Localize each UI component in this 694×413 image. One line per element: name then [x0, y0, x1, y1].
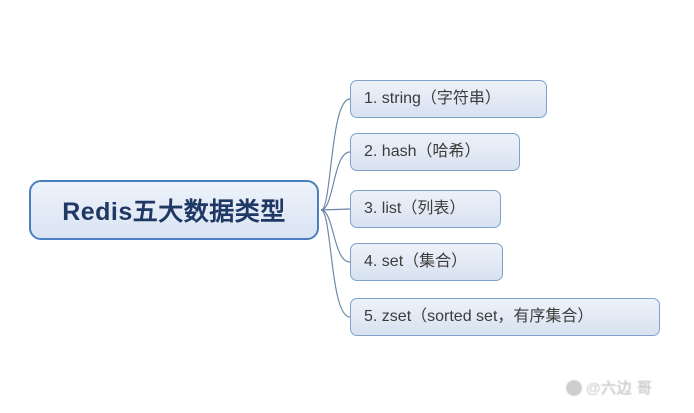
connector-line-2 [320, 151, 351, 211]
connector-line-4 [320, 209, 351, 263]
branch-node-set[interactable]: 4. set（集合） [350, 243, 503, 281]
watermark-text: @六边 哥 [586, 380, 653, 397]
branch-node-zset[interactable]: 5. zset（sorted set，有序集合） [350, 298, 660, 336]
branch-node-label: 4. set（集合） [364, 253, 468, 270]
root-node[interactable]: Redis五大数据类型 [29, 180, 319, 240]
connector-line-5 [320, 209, 351, 318]
branch-node-label: 1. string（字符串） [364, 90, 501, 107]
weibo-logo-icon [566, 379, 582, 396]
branch-node-label: 3. list（列表） [364, 200, 466, 217]
branch-node-string[interactable]: 1. string（字符串） [350, 80, 547, 118]
connector-line-3 [320, 208, 351, 211]
connector-line-1 [320, 98, 351, 211]
watermark: @六边 哥 [566, 377, 652, 398]
branch-node-list[interactable]: 3. list（列表） [350, 190, 501, 228]
branch-node-hash[interactable]: 2. hash（哈希） [350, 133, 520, 171]
branch-node-label: 5. zset（sorted set，有序集合） [364, 308, 594, 325]
branch-node-label: 2. hash（哈希） [364, 143, 481, 160]
root-node-label: Redis五大数据类型 [62, 198, 286, 226]
